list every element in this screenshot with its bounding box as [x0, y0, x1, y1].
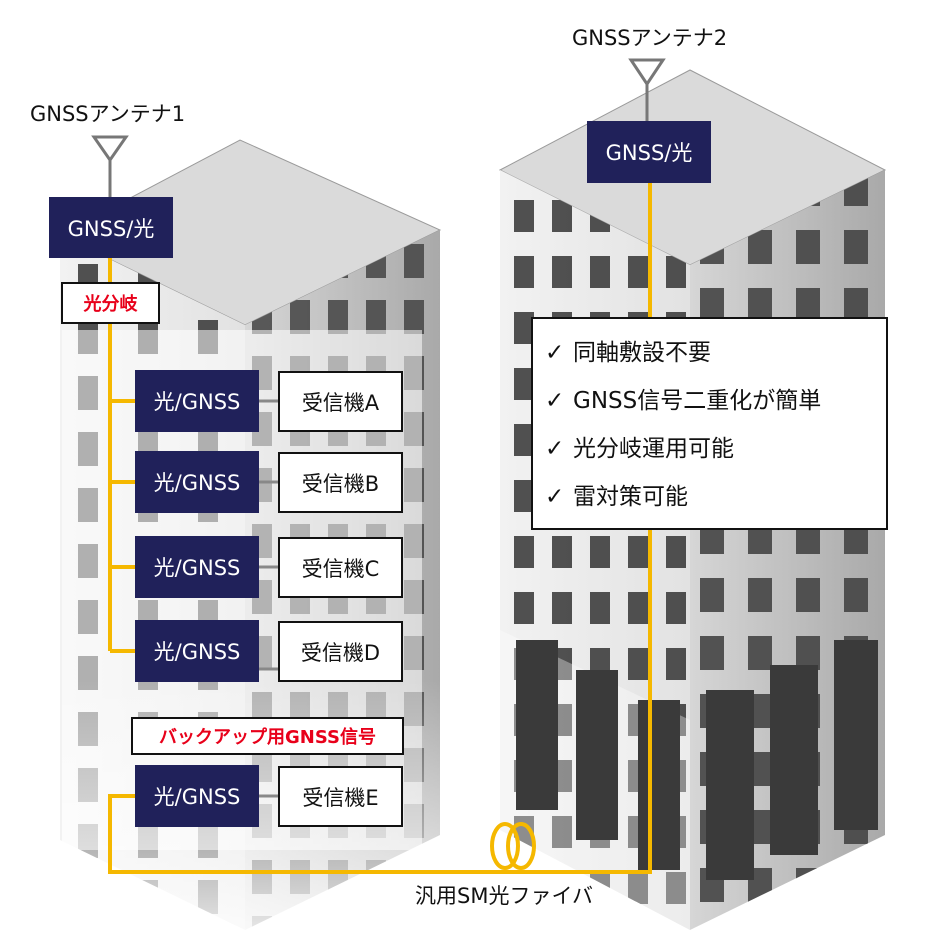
antenna-2-label: GNSSアンテナ2: [572, 26, 728, 50]
benefit-text: 雷対策可能: [573, 484, 688, 510]
receiver-connectors: [259, 399, 278, 798]
fiber-lines: [108, 183, 652, 874]
fiber-label: 汎用SM光ファイバ: [415, 884, 594, 908]
antenna-1-label: GNSSアンテナ1: [30, 102, 186, 126]
optical-to-gnss-converter-a: 光/GNSS: [135, 370, 259, 432]
benefit-text: 光分岐運用可能: [573, 436, 734, 462]
benefit-item: ✓ 光分岐運用可能: [545, 425, 886, 473]
optical-splitter-label: 光分岐: [61, 282, 160, 324]
receiver-a: 受信機A: [278, 371, 403, 432]
receiver-c: 受信機C: [278, 537, 403, 598]
check-icon: ✓: [545, 388, 565, 414]
receiver-e: 受信機E: [278, 766, 403, 827]
check-icon: ✓: [545, 436, 565, 462]
receiver-b: 受信機B: [278, 452, 403, 513]
benefit-item: ✓ 同軸敷設不要: [545, 329, 886, 377]
optical-to-gnss-converter-e: 光/GNSS: [135, 765, 259, 827]
benefit-text: 同軸敷設不要: [573, 340, 711, 366]
benefit-text: GNSS信号二重化が簡単: [573, 388, 822, 414]
benefits-box: ✓ 同軸敷設不要 ✓ GNSS信号二重化が簡単 ✓ 光分岐運用可能 ✓ 雷対策可能: [531, 317, 888, 530]
antenna-2-icon: [628, 58, 666, 121]
gnss-to-optical-converter-2: GNSS/光: [587, 121, 711, 183]
optical-to-gnss-converter-c: 光/GNSS: [135, 536, 259, 598]
antenna-1-icon: [91, 135, 129, 198]
optical-to-gnss-converter-d: 光/GNSS: [135, 620, 259, 682]
check-icon: ✓: [545, 340, 565, 366]
benefit-item: ✓ GNSS信号二重化が簡単: [545, 377, 886, 425]
gnss-to-optical-converter-1: GNSS/光: [49, 197, 173, 258]
receiver-d: 受信機D: [278, 621, 403, 682]
optical-to-gnss-converter-b: 光/GNSS: [135, 451, 259, 513]
check-icon: ✓: [545, 484, 565, 510]
backup-signal-label: バックアップ用GNSS信号: [131, 717, 404, 755]
benefit-item: ✓ 雷対策可能: [545, 473, 886, 521]
